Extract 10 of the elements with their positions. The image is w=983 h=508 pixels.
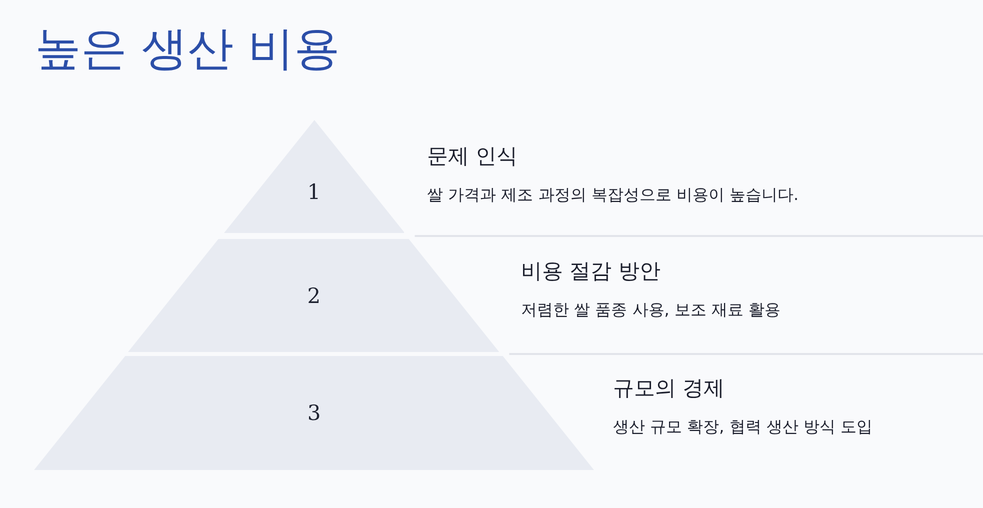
step-heading: 규모의 경제 bbox=[613, 375, 725, 402]
step-number: 1 bbox=[307, 180, 321, 204]
step-number: 3 bbox=[307, 401, 321, 425]
step-description: 생산 규모 확장, 협력 생산 방식 도입 bbox=[613, 417, 873, 438]
title: 높은 생산 비용 bbox=[35, 20, 340, 77]
step-number: 2 bbox=[307, 284, 321, 308]
step-heading: 문제 인식 bbox=[427, 143, 518, 170]
step-description: 저렴한 쌀 품종 사용, 보조 재료 활용 bbox=[521, 300, 781, 321]
step-heading: 비용 절감 방안 bbox=[521, 258, 660, 285]
step-description: 쌀 가격과 제조 과정의 복잡성으로 비용이 높습니다. bbox=[427, 185, 799, 206]
